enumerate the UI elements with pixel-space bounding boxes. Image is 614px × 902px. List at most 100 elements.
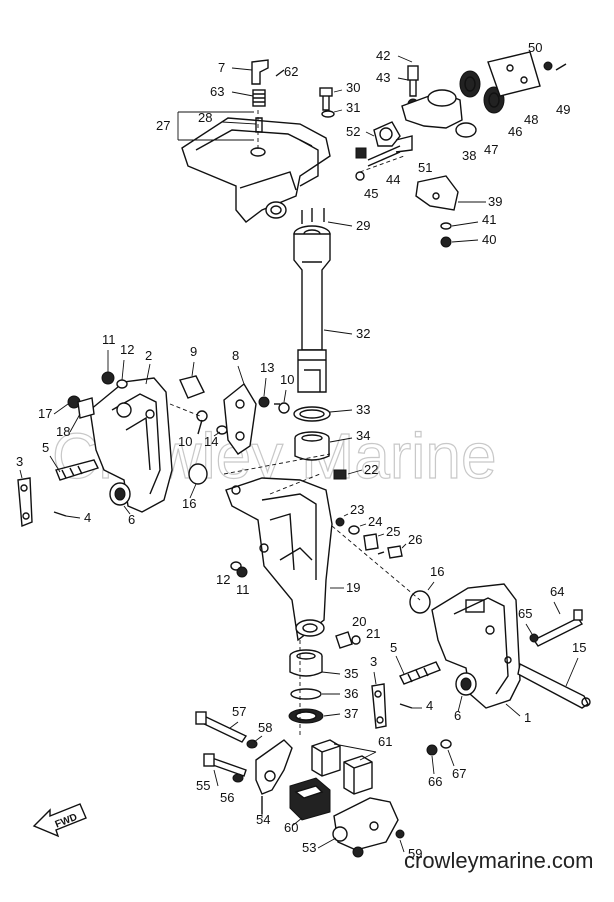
callout-30: 30 <box>346 80 360 95</box>
callout-20: 20 <box>352 614 366 629</box>
callout-65: 65 <box>518 606 532 621</box>
callout-1: 1 <box>524 710 531 725</box>
callout-3: 3 <box>370 654 377 669</box>
nut-11-lower <box>230 561 248 578</box>
bolt-5-right <box>399 661 441 685</box>
callout-67: 67 <box>452 766 466 781</box>
callout-19: 19 <box>346 580 360 595</box>
bolt-57 <box>195 711 258 749</box>
bushing-16-left <box>188 463 208 485</box>
callout-33: 33 <box>356 402 370 417</box>
bolt-5-left <box>55 459 99 481</box>
callout-6: 6 <box>128 512 135 527</box>
callout-5: 5 <box>390 640 397 655</box>
callout-4: 4 <box>84 510 91 525</box>
tilt-rod-15 <box>517 662 591 709</box>
callout-18: 18 <box>56 424 70 439</box>
bolt-26-group <box>335 517 403 559</box>
plate-18 <box>67 395 95 419</box>
callout-44: 44 <box>386 172 400 187</box>
callout-54: 54 <box>256 812 270 827</box>
swivel-bracket <box>225 477 333 642</box>
callout-38: 38 <box>462 148 476 163</box>
tilt-lock-assembly <box>373 51 567 153</box>
callout-15: 15 <box>572 640 586 655</box>
callout-8: 8 <box>232 348 239 363</box>
bushing-37 <box>288 708 324 724</box>
callout-62: 62 <box>284 64 298 79</box>
callout-27: 27 <box>156 118 170 133</box>
lever-3-right <box>371 683 387 729</box>
callout-58: 58 <box>258 720 272 735</box>
callout-48: 48 <box>524 112 538 127</box>
callout-4: 4 <box>426 698 433 713</box>
callout-26: 26 <box>408 532 422 547</box>
callout-5: 5 <box>42 440 49 455</box>
callout-10: 10 <box>178 434 192 449</box>
swivel-shaft <box>293 225 331 393</box>
callout-11: 11 <box>236 582 250 597</box>
callout-25: 25 <box>386 524 400 539</box>
callout-64: 64 <box>550 584 564 599</box>
callout-39: 39 <box>488 194 502 209</box>
callout-47: 47 <box>484 142 498 157</box>
callout-66: 66 <box>428 774 442 789</box>
callout-6: 6 <box>454 708 461 723</box>
callout-12: 12 <box>120 342 134 357</box>
grease-fitting-group <box>251 59 285 133</box>
callout-21: 21 <box>366 626 380 641</box>
block-61-b <box>343 755 373 795</box>
callout-17: 17 <box>38 406 52 421</box>
callout-50: 50 <box>528 40 542 55</box>
callout-34: 34 <box>356 428 370 443</box>
site-url: crowleymarine.com <box>404 848 594 873</box>
callout-12: 12 <box>216 572 230 587</box>
lower-bracket-53 <box>332 797 405 858</box>
callout-59: 59 <box>408 846 422 861</box>
callout-16: 16 <box>430 564 444 579</box>
callout-40: 40 <box>482 232 496 247</box>
bolt-44 <box>355 145 401 181</box>
callout-43: 43 <box>376 70 390 85</box>
clamp-bracket-left <box>89 377 173 513</box>
bushing-20 <box>335 631 361 649</box>
bolt-10-upper <box>274 402 290 414</box>
callout-52: 52 <box>346 124 360 139</box>
callout-28: 28 <box>198 110 212 125</box>
bushing-6-right <box>455 672 477 696</box>
callout-2: 2 <box>145 348 152 363</box>
callout-49: 49 <box>556 102 570 117</box>
steering-bracket <box>181 117 331 223</box>
stopper-9 <box>179 375 205 399</box>
callout-11: 11 <box>102 332 116 347</box>
callout-46: 46 <box>508 124 522 139</box>
block-22 <box>333 469 347 480</box>
ring-36 <box>290 688 322 700</box>
callout-41: 41 <box>482 212 496 227</box>
block-60 <box>289 777 331 821</box>
callout-37: 37 <box>344 706 358 721</box>
callout-3: 3 <box>16 454 23 469</box>
callout-9: 9 <box>190 344 197 359</box>
callout-51: 51 <box>418 160 432 175</box>
callout-55: 55 <box>196 778 210 793</box>
bolt-30 <box>319 87 335 118</box>
callout-10: 10 <box>280 372 294 387</box>
clamp-bracket-right <box>431 583 521 709</box>
callout-24: 24 <box>368 514 382 529</box>
callout-7: 7 <box>218 60 225 75</box>
bushing-35 <box>289 649 323 677</box>
bolt-10-lower <box>196 410 208 435</box>
bushing-33 <box>293 406 331 422</box>
callout-22: 22 <box>364 462 378 477</box>
callout-60: 60 <box>284 820 298 835</box>
callout-31: 31 <box>346 100 360 115</box>
callout-29: 29 <box>356 218 370 233</box>
callout-57: 57 <box>232 704 246 719</box>
steering-arm-54 <box>255 739 293 814</box>
fwd-arrow: FWD <box>32 803 87 838</box>
stopper-plate <box>415 175 459 248</box>
callout-14: 14 <box>204 434 218 449</box>
bushing-34 <box>294 431 330 461</box>
